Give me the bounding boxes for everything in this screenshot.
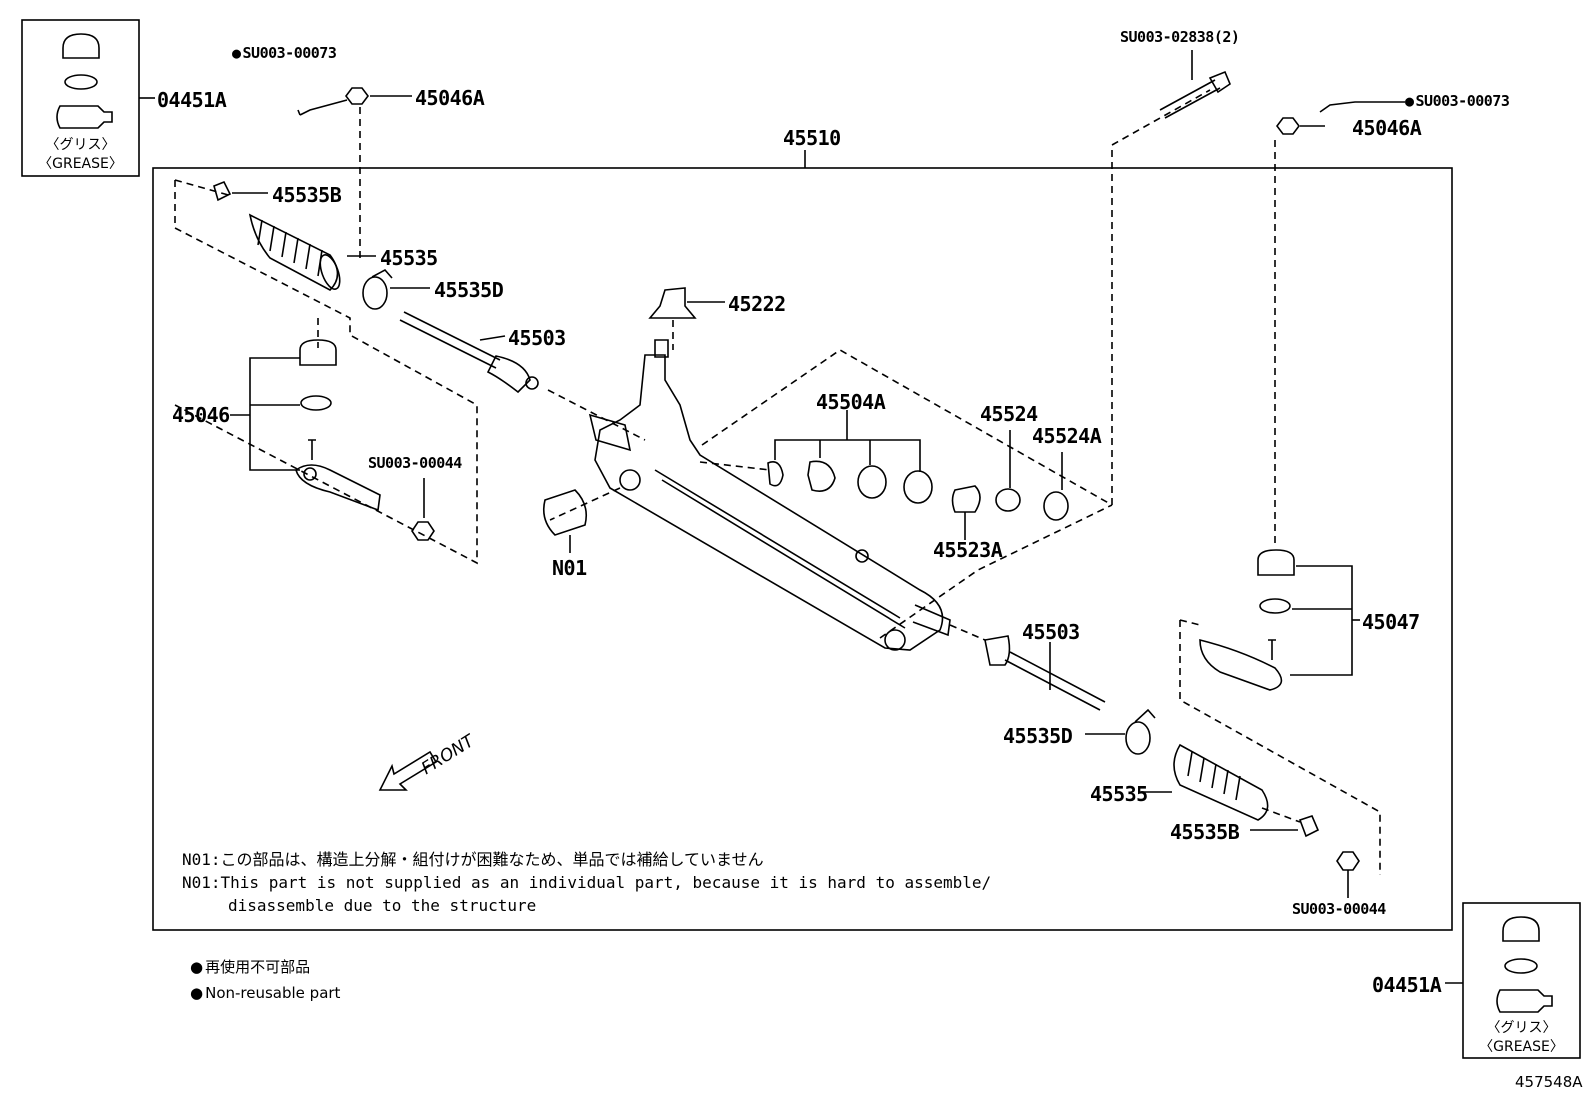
boot-cap-icon-right bbox=[1502, 916, 1540, 942]
legend-en: Non-reusable part bbox=[190, 986, 340, 1001]
label-bushing-b: 45524A bbox=[1032, 424, 1102, 448]
tie-rod-end-dust-cap-left bbox=[299, 339, 337, 366]
front-arrow-icon bbox=[378, 750, 438, 791]
label-cotter-left: SU003-00073 bbox=[232, 46, 337, 61]
boot-bellows-icon-left bbox=[248, 213, 341, 291]
tie-rod-icon-left bbox=[399, 311, 539, 394]
o-ring-icon bbox=[64, 74, 98, 90]
label-main-assembly: 45510 bbox=[783, 126, 841, 150]
label-boot-clamp-d-left: 45535D bbox=[434, 278, 504, 302]
rack-housing-icon bbox=[588, 339, 951, 651]
bushing-ring-icon-3 bbox=[1043, 491, 1069, 521]
label-plug: 45523A bbox=[933, 538, 1003, 562]
label-nut-left: 45046A bbox=[415, 86, 485, 110]
bolt-icon bbox=[1159, 70, 1231, 119]
grease-text-jp-right: 〈グリス〉 bbox=[1486, 1020, 1557, 1036]
boot-bellows-icon-right bbox=[1173, 743, 1269, 821]
label-bolt: SU003-02838(2) bbox=[1120, 28, 1240, 46]
castle-nut-icon-left bbox=[345, 87, 369, 105]
bushing-icon-3 bbox=[995, 488, 1021, 512]
label-tie-rod-end-right: 45047 bbox=[1362, 610, 1420, 634]
boot-clamp-d-icon-right bbox=[1125, 721, 1151, 755]
label-grease-kit-right: 04451A bbox=[1372, 973, 1442, 997]
figure-code: 457548A bbox=[1515, 1073, 1583, 1091]
label-tie-rod-left: 45503 bbox=[508, 326, 566, 350]
grease-text-en-left: 〈GREASE〉 bbox=[38, 156, 123, 172]
tie-rod-end-icon-left bbox=[295, 439, 381, 512]
bushing-ring-icon-2 bbox=[903, 470, 933, 504]
label-nut-small-right: SU003-00044 bbox=[1292, 900, 1386, 918]
breather-cap-icon bbox=[648, 287, 697, 319]
label-breather: 45222 bbox=[728, 292, 786, 316]
grease-tube-icon-right bbox=[1496, 989, 1553, 1013]
label-n01-part: N01 bbox=[552, 556, 587, 580]
note-en-line1: N01:This part is not supplied as an indi… bbox=[182, 873, 992, 892]
boot-cap-icon bbox=[62, 33, 100, 59]
note-en-line2: disassemble due to the structure bbox=[228, 896, 537, 915]
bushing-ring-icon-1 bbox=[857, 465, 887, 499]
label-nut-small-left: SU003-00044 bbox=[368, 454, 462, 472]
grease-text-jp-left: 〈グリス〉 bbox=[45, 137, 116, 153]
bushing-icon-2 bbox=[807, 460, 836, 492]
legend-jp: 再使用不可部品 bbox=[190, 960, 310, 975]
label-bushing-a: 45524 bbox=[980, 402, 1038, 426]
label-boot-left: 45535 bbox=[380, 246, 438, 270]
castle-nut-icon-right bbox=[1276, 117, 1300, 135]
label-nut-right: 45046A bbox=[1352, 116, 1422, 140]
label-boot-clamp-b-right: 45535B bbox=[1170, 820, 1240, 844]
label-cotter-right: SU003-00073 bbox=[1405, 94, 1510, 109]
grease-text-en-right: 〈GREASE〉 bbox=[1479, 1039, 1564, 1055]
bushing-icon-1 bbox=[767, 461, 784, 487]
nut-icon-right bbox=[1336, 851, 1360, 871]
nut-icon-left bbox=[411, 521, 435, 541]
assembly-frame bbox=[152, 167, 1453, 931]
cotter-pin-icon-right bbox=[1319, 101, 1405, 113]
label-tie-rod-end-left: 45046 bbox=[172, 403, 230, 427]
o-ring-icon-right bbox=[1504, 958, 1538, 974]
label-tie-rod-right: 45503 bbox=[1022, 620, 1080, 644]
boot-clamp-b-icon-left bbox=[213, 180, 232, 202]
label-grease-kit-left: 04451A bbox=[157, 88, 227, 112]
tie-rod-end-dust-cap-right bbox=[1257, 549, 1295, 576]
n01-bushing-icon bbox=[542, 489, 588, 536]
label-bushing-set: 45504A bbox=[816, 390, 886, 414]
boot-clamp-d-icon-left bbox=[362, 276, 388, 310]
label-boot-clamp-b-left: 45535B bbox=[272, 183, 342, 207]
tie-rod-end-icon-right bbox=[1199, 638, 1283, 691]
plug-icon bbox=[951, 485, 981, 513]
tie-rod-end-ring-left bbox=[300, 395, 332, 411]
note-jp: N01:この部品は、構造上分解・組付けが困難なため、単品では補給していません bbox=[182, 850, 764, 869]
tie-rod-icon-right bbox=[984, 635, 1106, 711]
tie-rod-end-ring-right bbox=[1259, 598, 1291, 614]
boot-clamp-b-icon-right bbox=[1298, 815, 1320, 838]
grease-tube-icon bbox=[56, 105, 113, 129]
label-boot-clamp-d-right: 45535D bbox=[1003, 724, 1073, 748]
grease-kit-box-right bbox=[1462, 902, 1581, 1059]
cotter-pin-icon-left bbox=[297, 99, 348, 116]
label-boot-right: 45535 bbox=[1090, 782, 1148, 806]
